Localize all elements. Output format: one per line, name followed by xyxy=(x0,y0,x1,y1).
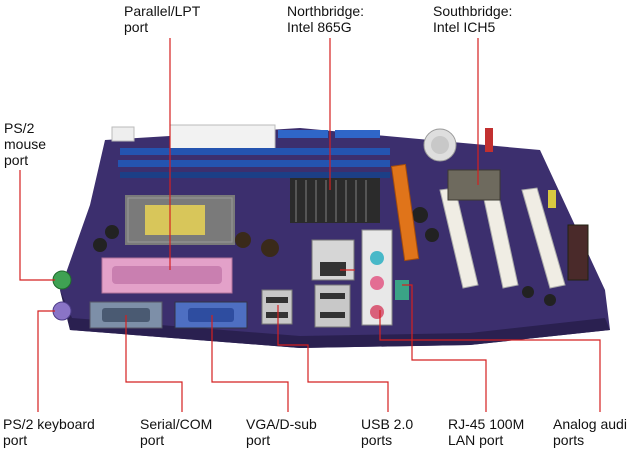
label-ps2-mouse-line2: mouse xyxy=(4,136,47,152)
yellow-connector xyxy=(548,190,556,208)
label-audio-line1: Analog audi xyxy=(553,416,627,432)
label-southbridge-line1: Southbridge: xyxy=(433,3,513,19)
label-ps2-mouse: PS/2 mouse port xyxy=(4,120,46,168)
callout-usb xyxy=(277,305,389,412)
blue-header xyxy=(278,130,328,138)
label-rj45-port: RJ-45 100M LAN port xyxy=(448,416,524,448)
label-audio-ports: Analog audi ports xyxy=(553,416,627,448)
label-parallel-line2: port xyxy=(124,19,149,35)
callout-serial xyxy=(125,315,183,412)
label-vga-line1: VGA/D-sub xyxy=(246,416,317,432)
callout-ps2-mouse xyxy=(19,170,55,281)
southbridge-chip xyxy=(447,169,501,201)
label-ps2-keyboard-line1: PS/2 keyboard xyxy=(3,416,95,432)
label-ps2-mouse-line3: port xyxy=(4,152,29,168)
callout-vga xyxy=(211,315,289,412)
label-rj45-line2: LAN port xyxy=(448,432,504,448)
label-southbridge: Southbridge: Intel ICH5 xyxy=(433,3,512,35)
green-header xyxy=(395,280,409,300)
small-connector xyxy=(111,126,135,142)
pcb-shade xyxy=(60,290,610,348)
label-audio-line2: ports xyxy=(553,432,585,448)
label-serial-line1: Serial/COM xyxy=(140,416,213,432)
label-usb-line1: USB 2.0 xyxy=(361,416,414,432)
label-northbridge: Northbridge: Intel 865G xyxy=(287,3,364,35)
ps2-keyboard-port-shape xyxy=(52,301,72,321)
label-vga-port: VGA/D-sub port xyxy=(246,416,317,448)
cpu-socket xyxy=(125,195,235,245)
atx-power-connector xyxy=(169,124,276,150)
parallel-port-shape xyxy=(101,257,233,294)
callout-ps2-keyboard xyxy=(37,310,55,412)
label-ps2-mouse-line1: PS/2 xyxy=(4,120,35,136)
label-northbridge-line2: Intel 865G xyxy=(287,19,352,35)
label-parallel-line1: Parallel/LPT xyxy=(124,3,201,19)
callout-lines xyxy=(19,38,601,412)
audio-ports-shape xyxy=(361,229,393,326)
rj45-port-shape xyxy=(311,239,355,281)
label-serial-port: Serial/COM port xyxy=(140,416,212,448)
capacitors xyxy=(93,128,556,306)
label-parallel-port: Parallel/LPT port xyxy=(124,3,200,35)
label-vga-line2: port xyxy=(246,432,271,448)
dimm-slots xyxy=(118,148,390,178)
right-header xyxy=(567,224,589,281)
vga-port-shape xyxy=(174,301,248,329)
agp-slot xyxy=(390,163,420,262)
label-ps2-keyboard: PS/2 keyboard port xyxy=(3,416,95,448)
label-ps2-keyboard-line2: port xyxy=(3,432,28,448)
red-jumper xyxy=(485,128,493,152)
label-northbridge-line1: Northbridge: xyxy=(287,3,365,19)
usb-ports-shape xyxy=(261,284,351,328)
label-usb-line2: ports xyxy=(361,432,393,448)
label-southbridge-line2: Intel ICH5 xyxy=(433,19,496,35)
ps2-mouse-port-shape xyxy=(52,270,72,290)
label-rj45-line1: RJ-45 100M xyxy=(448,416,525,432)
northbridge-heatsink xyxy=(290,178,380,223)
label-usb-ports: USB 2.0 ports xyxy=(361,416,413,448)
callout-audio xyxy=(379,310,601,412)
callout-rj45-main xyxy=(402,284,487,412)
label-serial-line2: port xyxy=(140,432,165,448)
blue-header-2 xyxy=(335,130,380,138)
